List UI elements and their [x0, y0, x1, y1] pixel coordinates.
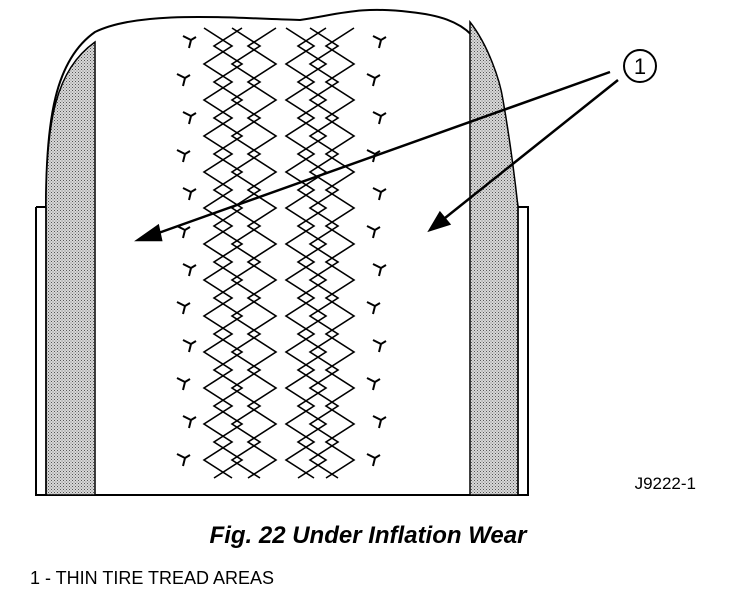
sipe-mark: [182, 415, 197, 429]
sipe-mark: [182, 35, 197, 49]
sipe-mark: [182, 339, 197, 353]
arrow-right-head: [427, 210, 452, 233]
groove-line: [284, 27, 316, 479]
callout-number: 1: [634, 54, 646, 79]
figure-id: J9222-1: [635, 474, 696, 493]
groove-line: [296, 27, 328, 479]
sipe-mark: [176, 73, 191, 87]
sipe-mark: [366, 377, 381, 391]
sipe-mark: [176, 377, 191, 391]
sipe-mark: [176, 225, 191, 239]
sipe-mark: [372, 263, 387, 277]
sipe-mark: [182, 263, 197, 277]
sipe-mark: [182, 111, 197, 125]
sipe-mark: [176, 301, 191, 315]
groove-line: [202, 27, 234, 479]
sipe-mark: [366, 301, 381, 315]
sipe-mark: [182, 187, 197, 201]
sipe-mark: [372, 35, 387, 49]
sipe-mark: [366, 73, 381, 87]
groove-line: [308, 27, 340, 479]
right-shoulder: [469, 19, 519, 496]
sipe-mark: [366, 149, 381, 163]
sipe-mark: [372, 187, 387, 201]
sipe-mark: [372, 415, 387, 429]
arrow-left-head: [134, 223, 163, 242]
tread-sipes: [176, 35, 387, 467]
groove-line: [324, 27, 356, 479]
legend-item: 1 - THIN TIRE TREAD AREAS: [30, 568, 275, 588]
left-shoulder: [45, 40, 96, 496]
tire-body: [35, 8, 529, 496]
groove-line: [230, 27, 262, 479]
sipe-mark: [176, 453, 191, 467]
callout-arrows: [134, 70, 619, 242]
arrow-right-shaft: [439, 79, 619, 223]
figure-caption: Fig. 22 Under Inflation Wear: [209, 522, 527, 549]
sipe-mark: [176, 149, 191, 163]
sipe-mark: [372, 339, 387, 353]
sipe-mark: [366, 453, 381, 467]
sipe-mark: [366, 225, 381, 239]
arrow-left-shaft: [149, 70, 611, 238]
sipe-mark: [372, 111, 387, 125]
callout-circle: [623, 49, 657, 83]
groove-line: [246, 27, 278, 479]
tread-grooves: [202, 27, 356, 479]
